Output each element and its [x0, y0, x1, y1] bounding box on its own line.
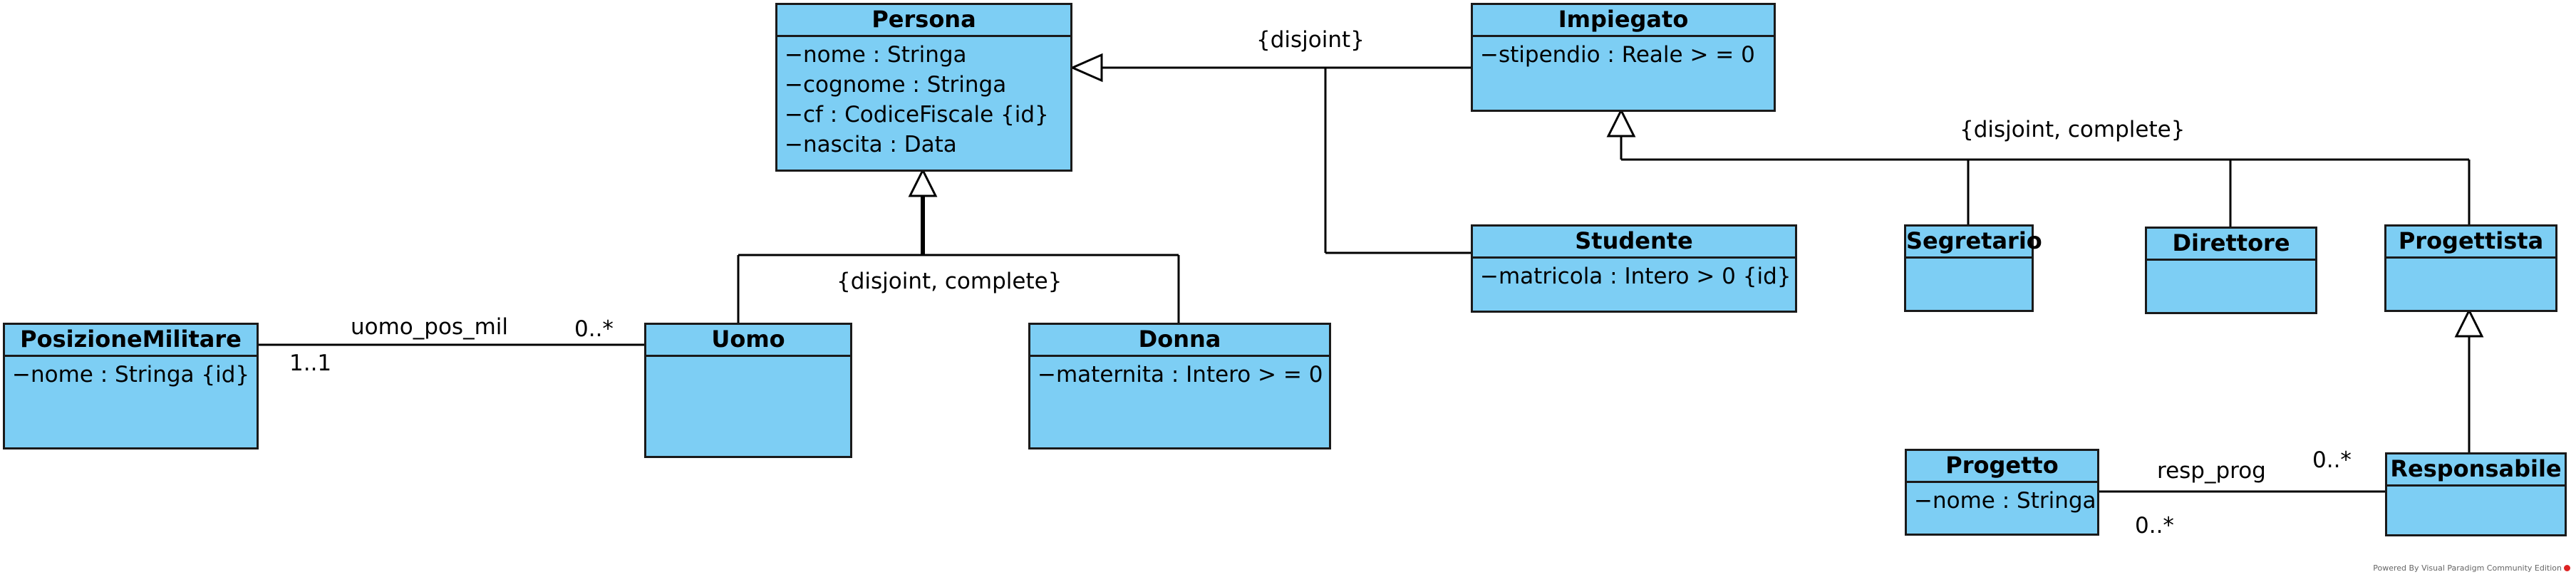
association-name-label: resp_prog — [2157, 458, 2266, 484]
association-name-label: uomo_pos_mil — [351, 314, 508, 340]
attribute: −nascita : Data — [785, 132, 957, 157]
class-uomo[interactable]: Uomo — [644, 323, 852, 458]
attribute: −cognome : Stringa — [785, 72, 1007, 98]
class-name: Donna — [1030, 325, 1329, 357]
visual-paradigm-logo-icon — [2564, 565, 2570, 571]
class-name: Progetto — [1907, 451, 2097, 483]
class-persona[interactable]: Persona −nome : Stringa −cognome : Strin… — [775, 3, 1072, 172]
watermark-text: Powered By Visual Paradigm Community Edi… — [2373, 563, 2562, 573]
multiplicity-label: 1..1 — [289, 350, 332, 376]
gen-arrow-persona-bottom — [908, 167, 938, 197]
attribute: −matricola : Intero > 0 {id} — [1480, 264, 1791, 289]
class-progetto[interactable]: Progetto −nome : Stringa — [1905, 449, 2099, 536]
generalization-constraint-label: {disjoint} — [1256, 27, 1365, 53]
class-name: Progettista — [2386, 227, 2555, 259]
class-name: Studente — [1473, 227, 1795, 259]
attribute-list: −matricola : Intero > 0 {id} — [1473, 259, 1795, 291]
class-direttore[interactable]: Direttore — [2145, 227, 2317, 314]
gen-arrow-impiegato — [1606, 108, 1636, 137]
attribute: −stipendio : Reale > = 0 — [1480, 42, 1755, 68]
class-name: Uomo — [646, 325, 850, 357]
attribute: −nome : Stringa — [1914, 488, 2096, 514]
class-donna[interactable]: Donna −maternita : Intero > = 0 — [1028, 323, 1331, 449]
attribute-list: −stipendio : Reale > = 0 — [1473, 37, 1774, 70]
class-name: Segretario — [1906, 227, 2042, 259]
class-progettista[interactable]: Progettista — [2384, 224, 2557, 312]
class-name: PosizioneMilitare — [5, 325, 257, 357]
attribute: −nome : Stringa — [785, 42, 967, 68]
generalization-constraint-label: {disjoint, complete} — [1960, 117, 2186, 142]
class-name: Direttore — [2147, 229, 2315, 261]
attribute-list: −nome : Stringa −cognome : Stringa −cf :… — [777, 37, 1070, 160]
class-impiegato[interactable]: Impiegato −stipendio : Reale > = 0 — [1471, 3, 1776, 112]
gen-arrow-progettista — [2454, 308, 2484, 338]
attribute-list: −maternita : Intero > = 0 — [1030, 357, 1329, 390]
class-studente[interactable]: Studente −matricola : Intero > 0 {id} — [1471, 224, 1797, 313]
multiplicity-label: 0..* — [2135, 513, 2174, 539]
gen-arrow-persona-right — [1070, 53, 1103, 83]
class-segretario[interactable]: Segretario — [1904, 224, 2042, 312]
multiplicity-label: 0..* — [2312, 447, 2352, 473]
multiplicity-label: 0..* — [574, 316, 614, 342]
watermark: Powered By Visual Paradigm Community Edi… — [2373, 563, 2570, 573]
attribute: −cf : CodiceFiscale {id} — [785, 102, 1049, 128]
class-name: Responsabile — [2387, 454, 2565, 487]
attribute: −nome : Stringa {id} — [12, 362, 250, 388]
attribute-list: −nome : Stringa — [1907, 483, 2097, 516]
class-responsabile[interactable]: Responsabile — [2385, 452, 2567, 536]
class-posizione-militare[interactable]: PosizioneMilitare −nome : Stringa {id} — [3, 323, 259, 449]
attribute-list: −nome : Stringa {id} — [5, 357, 257, 390]
generalization-constraint-label: {disjoint, complete} — [837, 269, 1062, 294]
class-name: Persona — [777, 5, 1070, 37]
class-name: Impiegato — [1473, 5, 1774, 37]
attribute: −maternita : Intero > = 0 — [1038, 362, 1323, 388]
